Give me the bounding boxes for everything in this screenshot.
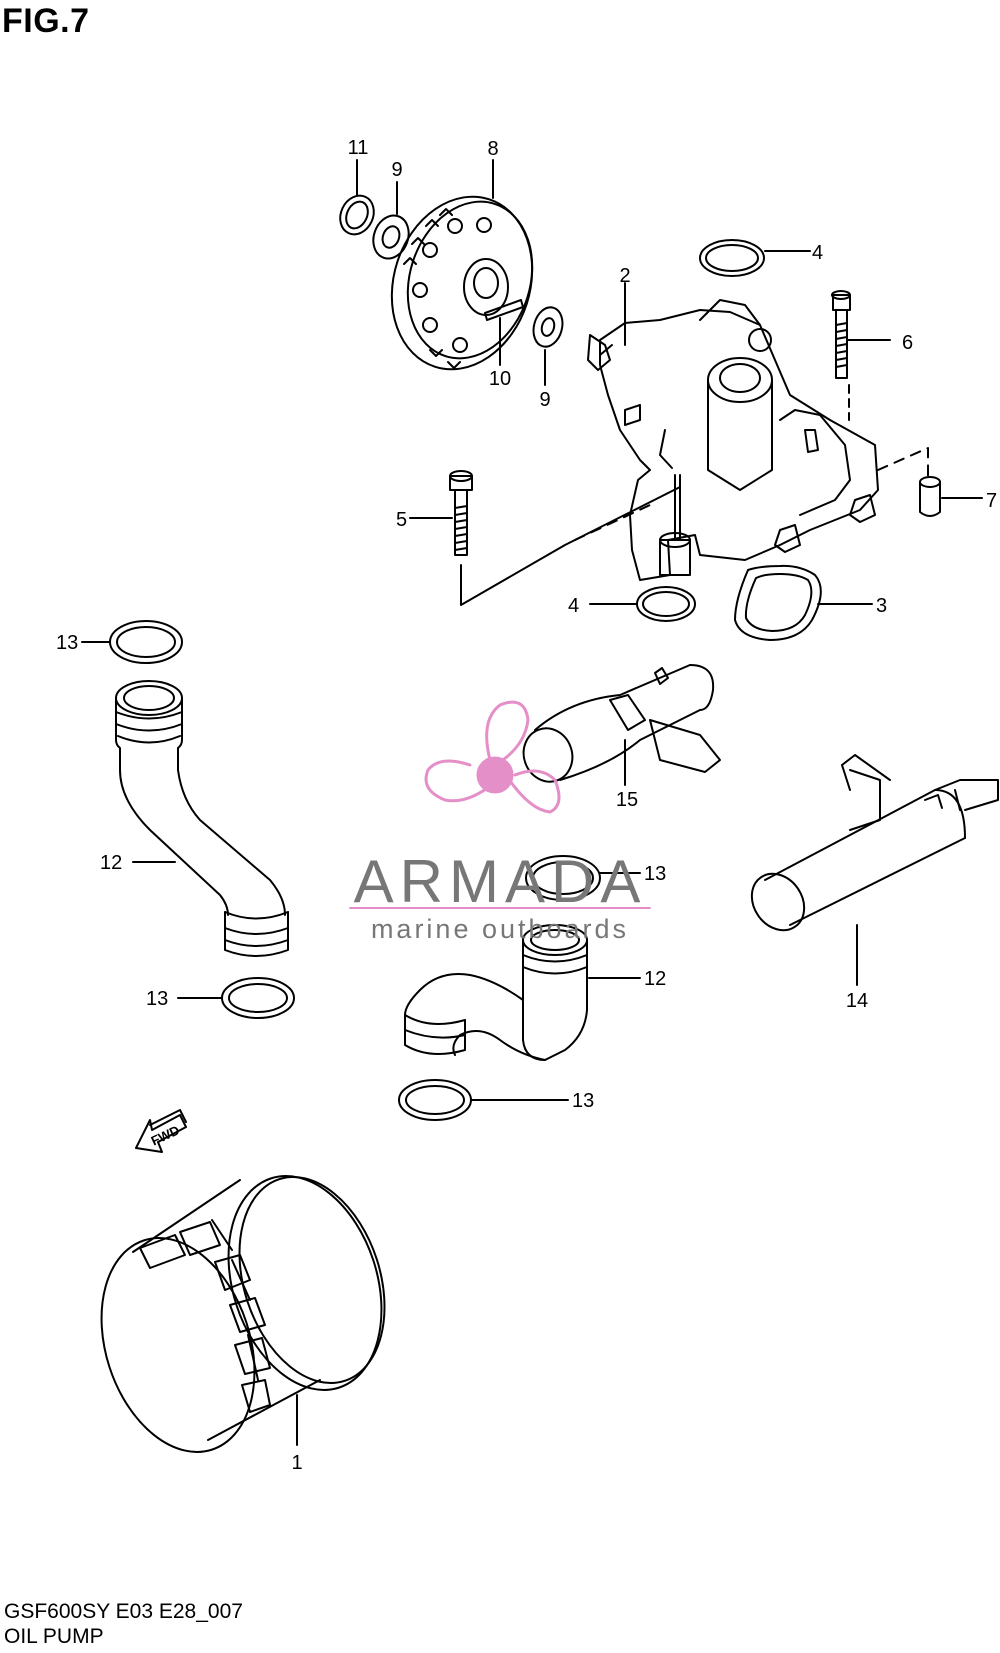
callout-10: 10 — [489, 368, 511, 390]
part-4-o-ring-upper[interactable] — [699, 239, 765, 277]
watermark-brand: ARMADA — [354, 848, 647, 915]
armada-logo-icon — [424, 700, 561, 814]
figure-label: FIG.7 — [2, 2, 90, 40]
part-9-washer-lower[interactable] — [529, 304, 566, 350]
part-9-washer-upper[interactable] — [368, 211, 415, 264]
part-15-pipe-bracket[interactable] — [516, 664, 721, 789]
part-4-o-ring-lower[interactable] — [636, 586, 696, 622]
leader-line — [877, 447, 929, 481]
callout-3: 3 — [876, 595, 887, 617]
callout-8: 8 — [487, 138, 498, 160]
callout-13-b: 13 — [146, 988, 168, 1010]
fwd-direction-arrow — [135, 1109, 187, 1153]
callout-9-upper: 9 — [391, 159, 402, 181]
part-13-o-ring-b[interactable] — [221, 977, 295, 1019]
section-title: OIL PUMP — [4, 1625, 104, 1648]
callout-1: 1 — [291, 1452, 302, 1474]
leader-line — [574, 504, 651, 541]
callout-4-upper: 4 — [812, 242, 823, 264]
part-12-oil-pipe-middle[interactable] — [404, 924, 588, 1061]
callout-12-left: 12 — [100, 852, 122, 874]
callout-13-d: 13 — [572, 1090, 594, 1112]
part-13-o-ring-d[interactable] — [398, 1079, 472, 1121]
callout-2: 2 — [619, 265, 630, 287]
part-14-pipe[interactable] — [741, 754, 999, 940]
part-1-oil-filter[interactable] — [76, 1156, 410, 1472]
part-10-pin[interactable] — [484, 299, 524, 321]
watermark-tagline: marine outboards — [371, 914, 629, 944]
part-13-o-ring-a[interactable] — [109, 620, 183, 664]
callout-15: 15 — [616, 789, 638, 811]
part-7-dowel[interactable] — [919, 476, 941, 517]
watermark: ARMADA marine outboards — [349, 848, 651, 944]
part-6-bolt[interactable] — [831, 290, 851, 379]
part-11-circlip[interactable] — [334, 190, 380, 240]
leader-line — [460, 486, 681, 606]
callout-7: 7 — [986, 490, 997, 512]
part-13-o-ring-c[interactable] — [525, 855, 601, 901]
callout-5: 5 — [396, 509, 407, 531]
part-2-oil-pump-body[interactable] — [587, 299, 879, 581]
callout-12-middle: 12 — [644, 968, 666, 990]
callout-6: 6 — [902, 332, 913, 354]
part-5-bolt[interactable] — [449, 470, 473, 556]
part-8-gear[interactable] — [370, 178, 554, 387]
part-3-gasket[interactable] — [734, 564, 822, 641]
callout-14: 14 — [846, 990, 868, 1012]
callout-13-a: 13 — [56, 632, 78, 654]
callout-9-lower: 9 — [539, 389, 550, 411]
callout-4-lower: 4 — [568, 595, 579, 617]
callout-labels: 11 9 8 4 2 6 10 9 7 5 4 3 13 15 12 13 12… — [56, 137, 997, 1474]
model-code: GSF600SY E03 E28_007 — [4, 1600, 243, 1623]
callout-11: 11 — [348, 137, 369, 159]
callout-13-c: 13 — [644, 863, 666, 885]
part-12-oil-pipe-left[interactable] — [115, 680, 289, 957]
fwd-label: FWD — [149, 1122, 182, 1148]
